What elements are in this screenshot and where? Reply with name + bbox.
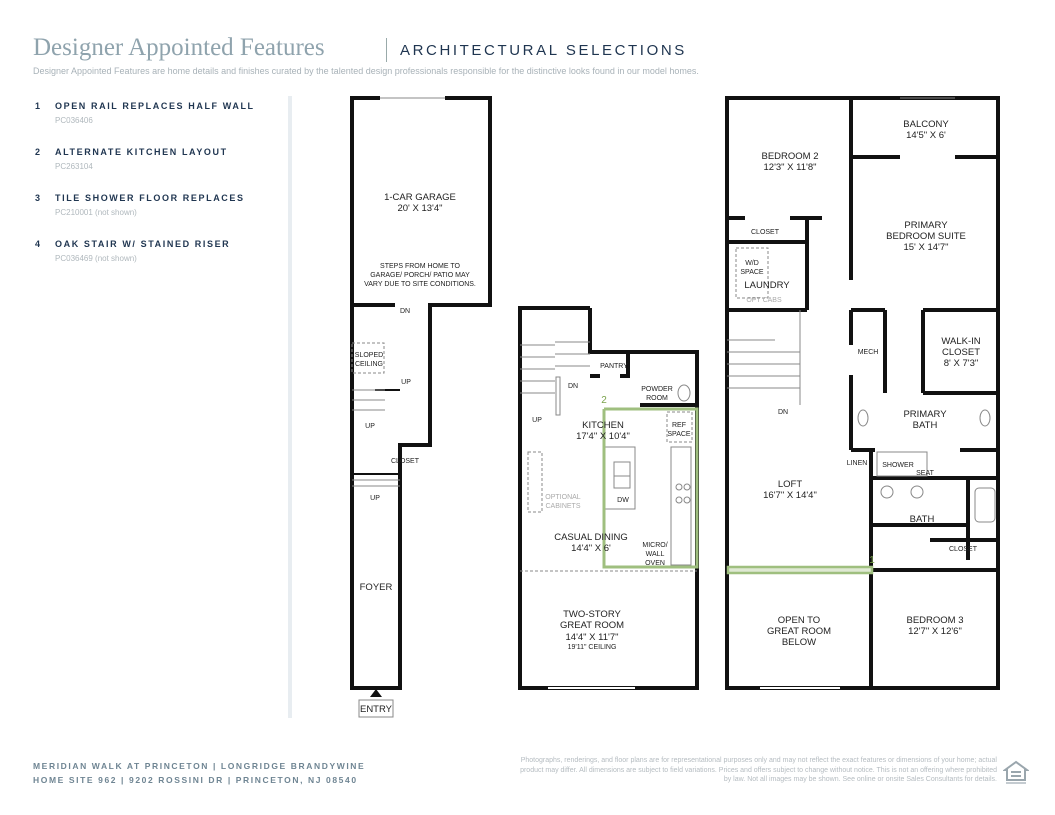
- optional-cabinets-label: OPTIONAL CABINETS: [545, 494, 581, 510]
- feature-name: TILE SHOWER FLOOR REPLACES: [55, 193, 245, 203]
- room-label-primary-suite: PRIMARY BEDROOM SUITE: [886, 220, 966, 242]
- feature-number: 2: [35, 147, 41, 157]
- room-label-loft: LOFT: [777, 479, 803, 490]
- room-label-bedroom-3: BEDROOM 3: [906, 615, 964, 626]
- up-label: UP: [532, 417, 542, 424]
- lower-level-walls: [350, 96, 492, 690]
- room-dim-bedroom-2: 12'3" X 11'8": [763, 162, 817, 173]
- community-info: MERIDIAN WALK AT PRINCETON | LONGRIDGE B…: [33, 761, 366, 771]
- room-label-linen: LINEN: [846, 460, 868, 467]
- room-label-mech: MECH: [857, 349, 879, 356]
- great-room-ceiling: 19'11" CEILING: [567, 644, 617, 651]
- dw-label: DW: [617, 497, 629, 504]
- room-label-kitchen: KITCHEN: [582, 420, 624, 431]
- feature-name: ALTERNATE KITCHEN LAYOUT: [55, 147, 228, 157]
- title-divider: [386, 38, 387, 62]
- entry-label: ENTRY: [359, 704, 393, 715]
- page-description: Designer Appointed Features are home det…: [33, 66, 699, 76]
- room-label-laundry: LAUNDRY: [744, 280, 790, 291]
- room-dim-kitchen: 17'4" X 10'4": [576, 431, 630, 442]
- feature-number: 4: [35, 239, 41, 249]
- disclaimer: Photographs, renderings, and floor plans…: [520, 757, 997, 783]
- address-info: HOME SITE 962 | 9202 ROSSINI DR | PRINCE…: [33, 775, 358, 785]
- kitchen-highlight: [602, 407, 699, 569]
- room-dim-balcony: 14'5" X 6': [906, 130, 946, 141]
- feature-code: PC210001 (not shown): [55, 208, 137, 217]
- up-label: UP: [370, 495, 380, 502]
- room-label-closet: CLOSET: [390, 458, 420, 465]
- room-dim-walk-in-closet: 8' X 7'3": [943, 358, 979, 369]
- room-dim-loft: 16'7" X 14'4": [763, 490, 817, 501]
- room-label-garage: 1-CAR GARAGE: [384, 192, 456, 203]
- page-title: Designer Appointed Features: [33, 34, 325, 61]
- feature-name: OPEN RAIL REPLACES HALF WALL: [55, 101, 255, 111]
- sloped-ceiling-label: SLOPED CEILING: [354, 352, 384, 368]
- room-dim-garage: 20' X 13'4": [397, 203, 443, 214]
- feature-code: PC263104: [55, 162, 93, 171]
- feature-marker-1: 1: [869, 555, 875, 566]
- feature-name: OAK STAIR W/ STAINED RISER: [55, 239, 231, 249]
- room-label-closet: CLOSET: [750, 229, 780, 236]
- room-label-closet-2: CLOSET: [948, 546, 978, 553]
- room-label-foyer: FOYER: [359, 582, 393, 593]
- entry-arrow-icon: [370, 689, 382, 697]
- column-divider: [288, 96, 292, 718]
- page-subtitle: ARCHITECTURAL SELECTIONS: [400, 42, 687, 59]
- dn-label: DN: [399, 308, 411, 315]
- seat-label: SEAT: [916, 470, 934, 477]
- feature-code: PC036469 (not shown): [55, 254, 137, 263]
- feature-number: 3: [35, 193, 41, 203]
- micro-oven-label: MICRO/ WALL OVEN: [642, 542, 668, 567]
- room-dim-dining: 14'4" X 6': [571, 543, 611, 554]
- room-label-primary-bath: PRIMARY BATH: [903, 409, 947, 431]
- room-label-dining: CASUAL DINING: [554, 532, 628, 543]
- room-label-bedroom-2: BEDROOM 2: [761, 151, 819, 162]
- rail-highlight: [726, 565, 874, 575]
- room-label-pantry: PANTRY: [600, 363, 628, 370]
- dn-label: DN: [777, 409, 789, 416]
- shower-label: SHOWER: [882, 462, 914, 469]
- room-label-great-room: TWO-STORY GREAT ROOM: [559, 609, 625, 631]
- wd-space-label: W/D SPACE: [740, 260, 764, 276]
- ref-space-label: REF SPACE: [667, 422, 691, 438]
- room-label-walk-in-closet: WALK-IN CLOSET: [941, 336, 981, 358]
- room-dim-great-room: 14'4" X 11'7": [565, 632, 619, 643]
- room-label-bath: BATH: [909, 514, 935, 525]
- room-dim-bedroom-3: 12'7" X 12'6": [908, 626, 962, 637]
- open-to-below-label: OPEN TO GREAT ROOM BELOW: [766, 615, 832, 648]
- room-label-powder: POWDER ROOM: [641, 386, 673, 402]
- dn-label: DN: [567, 383, 579, 390]
- steps-note: STEPS FROM HOME TO GARAGE/ PORCH/ PATIO …: [364, 263, 476, 288]
- feature-marker-2: 2: [601, 395, 607, 406]
- opt-cabs-label: OPT CABS: [746, 297, 782, 304]
- up-label: UP: [401, 379, 411, 386]
- room-label-balcony: BALCONY: [903, 119, 949, 130]
- upper-level-walls: [725, 96, 1000, 690]
- room-dim-primary-suite: 15' X 14'7": [903, 242, 949, 253]
- feature-number: 1: [35, 101, 41, 111]
- up-label: UP: [365, 423, 375, 430]
- equal-housing-logo-icon: [1003, 760, 1029, 784]
- feature-code: PC036406: [55, 116, 93, 125]
